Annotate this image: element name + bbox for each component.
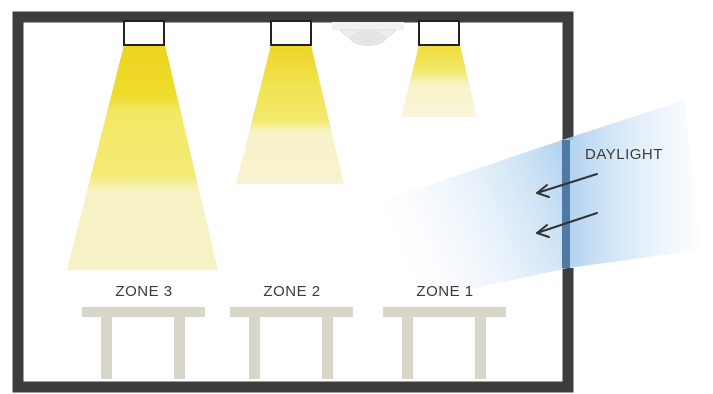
ceiling-light-fixture-icon — [124, 21, 164, 45]
zone-label-1: ZONE 1 — [383, 283, 507, 300]
ceiling-light-fixture-icon — [419, 21, 459, 45]
window-pane — [562, 140, 570, 268]
zone-label-3: ZONE 3 — [82, 283, 206, 300]
daylight-beam-outside — [568, 100, 700, 268]
zone-label-2: ZONE 2 — [230, 283, 354, 300]
daylight-label: DAYLIGHT — [585, 146, 663, 163]
ceiling-light-fixture-icon — [271, 21, 311, 45]
